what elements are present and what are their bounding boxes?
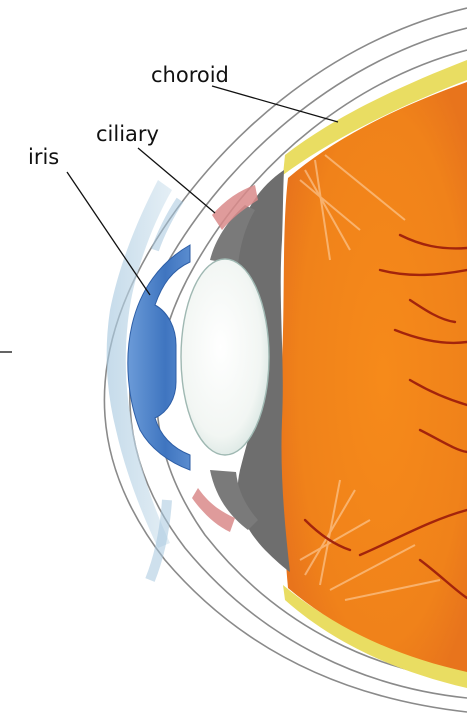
lens <box>181 259 269 455</box>
label-iris: iris <box>28 145 59 169</box>
label-choroid: choroid <box>151 63 229 87</box>
label-ciliary: ciliary <box>96 122 159 146</box>
choroid-leader-line <box>212 86 338 122</box>
retina-fundus <box>280 82 467 672</box>
